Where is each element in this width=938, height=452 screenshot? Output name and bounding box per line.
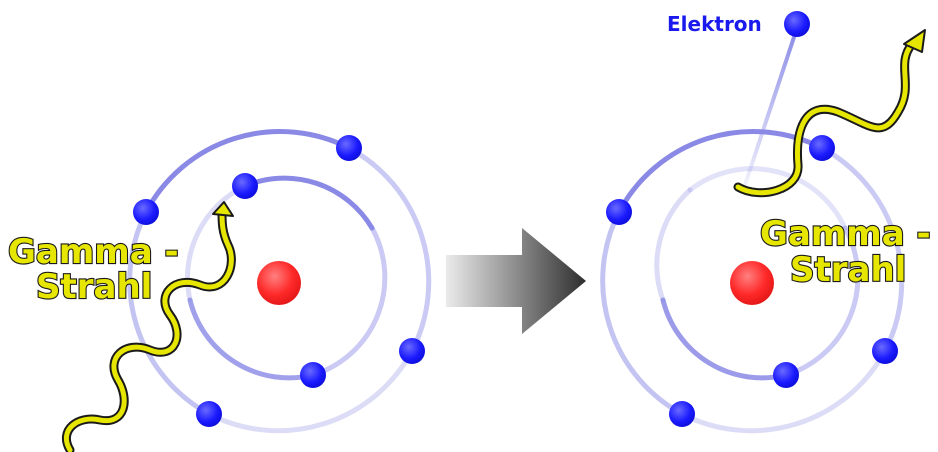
electron xyxy=(196,401,222,427)
gamma-ray-incoming xyxy=(61,201,236,452)
electron xyxy=(773,362,799,388)
arrowhead xyxy=(212,201,234,217)
outer-orbit xyxy=(127,129,432,434)
atom-before xyxy=(127,129,432,434)
electron xyxy=(399,338,425,364)
gamma-label-right-line2: Strahl xyxy=(790,250,906,290)
electron xyxy=(809,135,835,161)
nucleus xyxy=(730,261,774,305)
electron xyxy=(133,199,159,225)
inner-orbit xyxy=(185,175,388,381)
transition-arrow xyxy=(446,228,586,334)
outer-orbit xyxy=(600,129,905,434)
nucleus xyxy=(257,261,301,305)
gamma-label-left-line2: Strahl xyxy=(36,267,152,307)
electron xyxy=(232,173,258,199)
electron xyxy=(872,338,898,364)
atom-after xyxy=(600,129,905,434)
gamma-label-right-line1: Gamma - xyxy=(760,214,931,254)
arrowhead xyxy=(903,29,926,53)
inner-orbit xyxy=(654,166,861,381)
electron xyxy=(669,401,695,427)
gamma-label-left-line1: Gamma - xyxy=(8,232,179,272)
ejected-electron-trail xyxy=(742,26,799,190)
electron-label: Elektron xyxy=(667,12,762,36)
electron xyxy=(606,199,632,225)
ejected-electron xyxy=(784,11,810,37)
electron xyxy=(336,135,362,161)
electron xyxy=(300,362,326,388)
gamma-ray-outgoing xyxy=(733,29,926,198)
